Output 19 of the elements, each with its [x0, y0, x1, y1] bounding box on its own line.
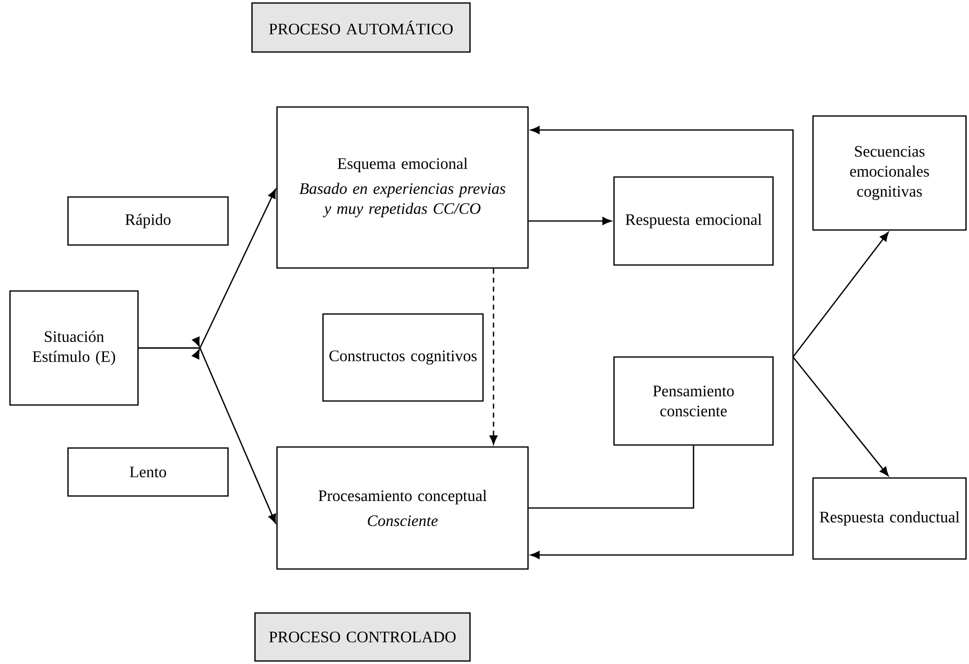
label-box: Rápido [67, 196, 229, 246]
heading-box: PROCESO AUTOMÁTICO [251, 2, 471, 53]
arrow [530, 126, 794, 357]
arrow [528, 217, 612, 225]
arrow [138, 336, 276, 524]
arrow [530, 357, 794, 559]
process-box: Constructos cognitivos [322, 313, 484, 402]
process-box: Procesamiento conceptual Consciente [276, 446, 529, 570]
process-box: Esquema emocional Basado en experiencias previas y muy repetidas CC/CO [276, 106, 529, 269]
process-box: Situación Estímulo (E) [9, 290, 139, 406]
process-box: Respuesta conductual [812, 477, 967, 560]
arrow [792, 232, 889, 358]
label-box: Lento [67, 447, 229, 497]
process-box: Pensamiento consciente [613, 356, 774, 446]
process-box: Secuencias emocionales cognitivas [812, 115, 967, 231]
process-box: Respuesta emocional [613, 176, 774, 266]
arrow [490, 268, 498, 445]
heading-box: PROCESO CONTROLADO [254, 612, 471, 662]
arrow [792, 356, 889, 476]
